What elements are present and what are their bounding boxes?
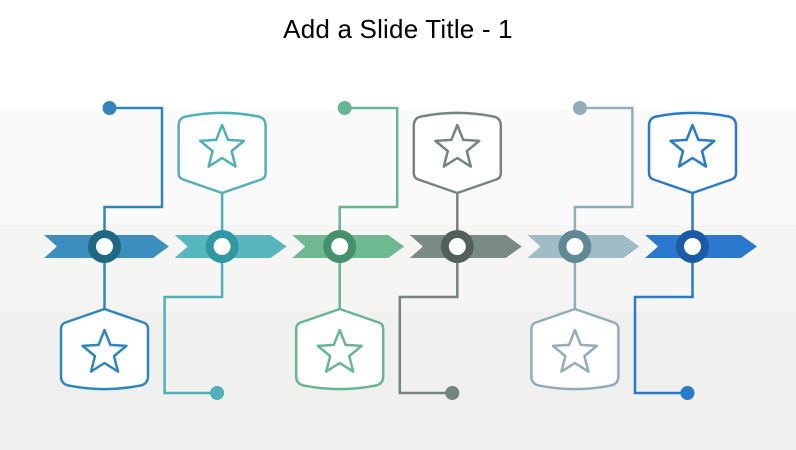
star-badge[interactable] bbox=[647, 111, 738, 195]
timeline-node-center bbox=[566, 238, 584, 255]
star-icon bbox=[198, 123, 246, 168]
star-badge[interactable] bbox=[530, 307, 620, 391]
timeline-item-1[interactable] bbox=[44, 101, 169, 391]
star-badge[interactable] bbox=[412, 111, 503, 195]
timeline-node-center bbox=[331, 238, 349, 255]
star-icon bbox=[434, 123, 481, 168]
connector-endpoint-dot bbox=[445, 386, 460, 400]
connector-line bbox=[338, 106, 399, 247]
connector-endpoint-dot bbox=[102, 101, 117, 115]
timeline-item-2[interactable] bbox=[163, 111, 287, 400]
timeline-node-center bbox=[96, 238, 113, 255]
connector-line bbox=[103, 106, 164, 247]
star-badge[interactable] bbox=[294, 307, 385, 391]
connector-line bbox=[163, 246, 224, 395]
star-icon bbox=[551, 328, 599, 373]
slide-title[interactable]: Add a Slide Title - 1 bbox=[283, 14, 513, 44]
star-icon bbox=[81, 328, 128, 373]
timeline-node-center bbox=[684, 238, 701, 255]
star-icon bbox=[669, 123, 716, 168]
connector-line bbox=[573, 106, 634, 247]
timeline-item-5[interactable] bbox=[527, 101, 640, 391]
star-badge[interactable] bbox=[59, 307, 150, 391]
connector-line bbox=[633, 246, 694, 395]
background-band bbox=[0, 0, 796, 110]
timeline-item-6[interactable] bbox=[633, 111, 757, 400]
timeline-node-center bbox=[213, 238, 231, 255]
star-icon bbox=[316, 328, 363, 373]
star-badge[interactable] bbox=[177, 111, 267, 195]
timeline-item-4[interactable] bbox=[398, 111, 522, 400]
connector-endpoint-dot bbox=[337, 101, 352, 115]
connector-endpoint-dot bbox=[680, 386, 695, 400]
connector-line bbox=[398, 246, 459, 395]
timeline-node-center bbox=[448, 238, 466, 255]
timeline-item-3[interactable] bbox=[292, 101, 405, 391]
connector-endpoint-dot bbox=[210, 386, 225, 400]
connector-endpoint-dot bbox=[572, 101, 587, 115]
